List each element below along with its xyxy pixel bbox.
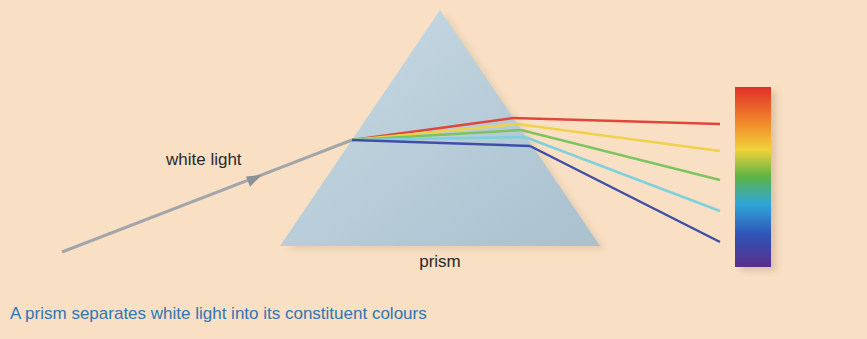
figure-caption: A prism separates white light into its c… bbox=[10, 304, 427, 324]
white-light-ray bbox=[62, 140, 352, 252]
arrowhead bbox=[246, 175, 262, 187]
ray-label: white light bbox=[166, 150, 242, 170]
spectrum-bar bbox=[735, 87, 771, 267]
spectrum-rays bbox=[513, 118, 720, 242]
internal-rays bbox=[352, 118, 530, 146]
prism-label: prism bbox=[419, 252, 461, 272]
